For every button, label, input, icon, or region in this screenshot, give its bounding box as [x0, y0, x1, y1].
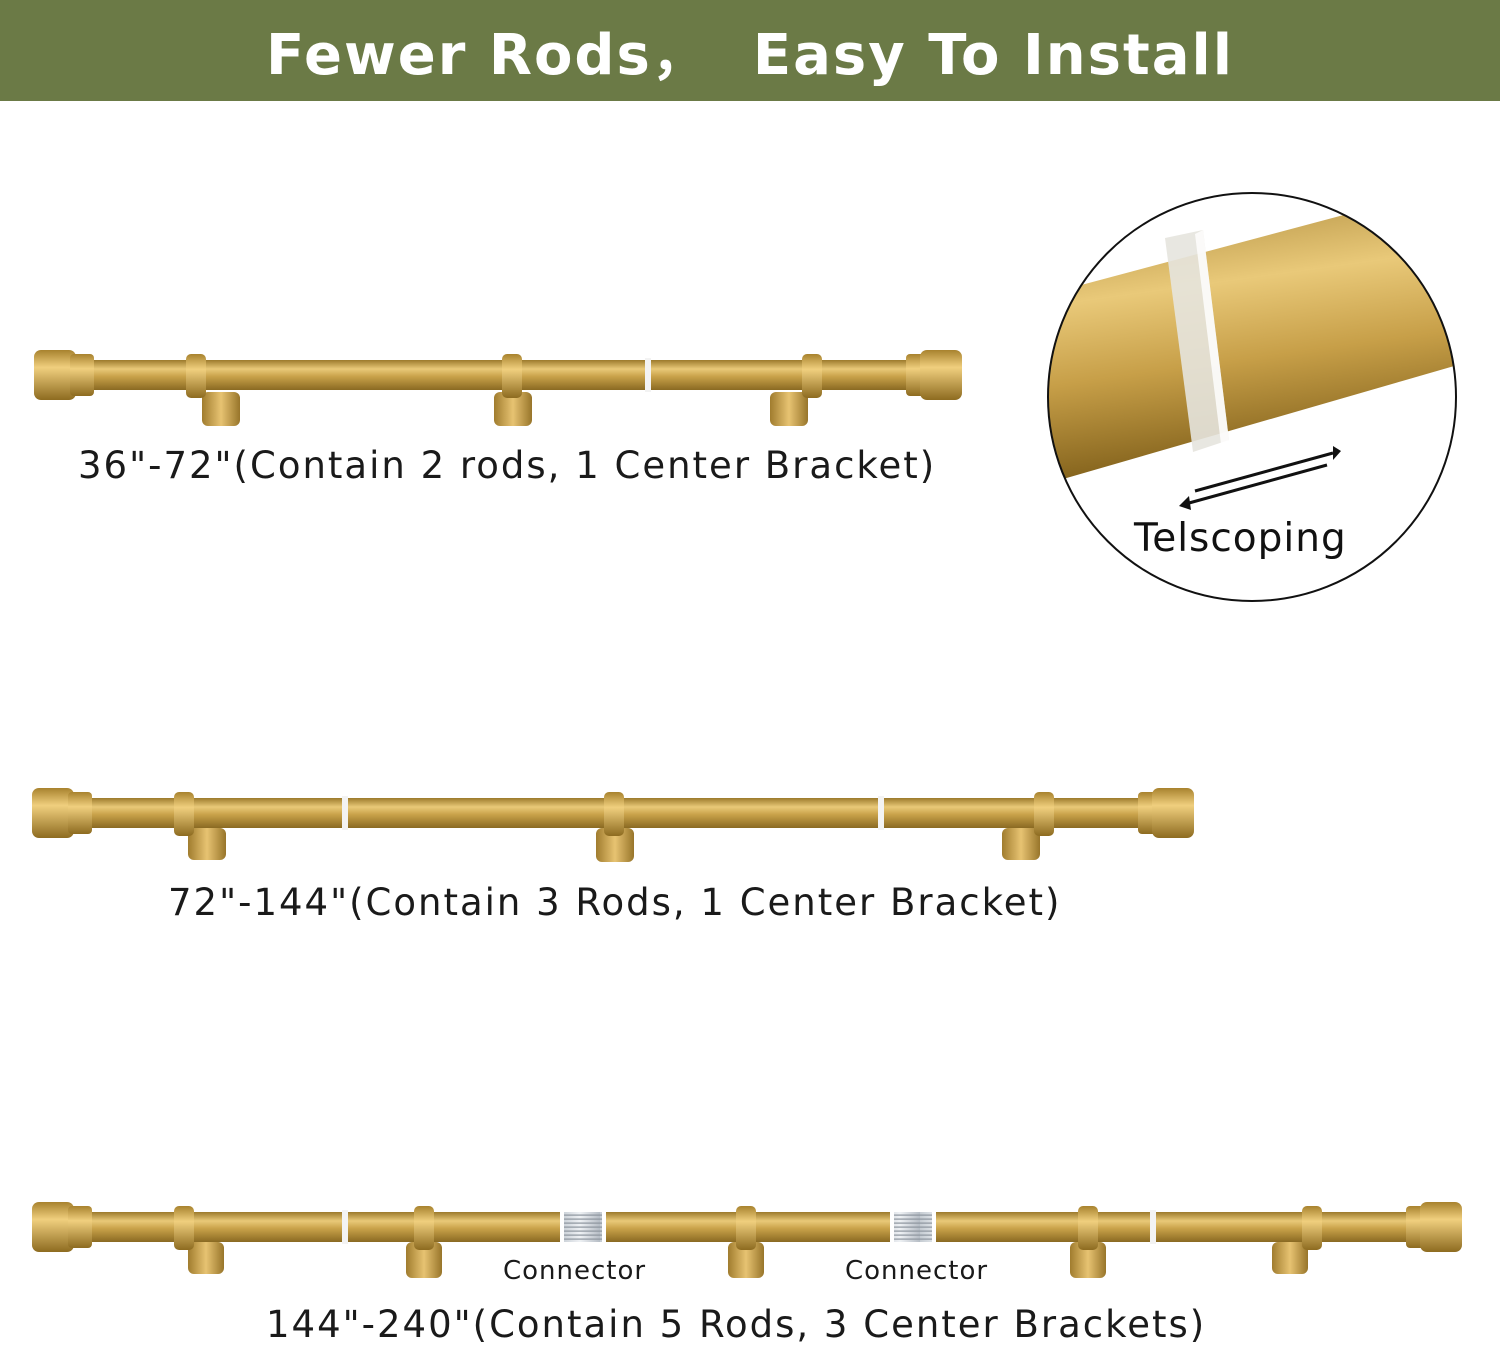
center-bracket [596, 792, 634, 862]
bracket-left [174, 792, 226, 860]
connector-1 [560, 1210, 606, 1244]
rod-set-2 [32, 788, 1194, 862]
bracket-right [1002, 792, 1054, 860]
double-arrow-icon [1179, 446, 1341, 510]
connector-2 [890, 1210, 936, 1244]
center-bracket-3 [1070, 1206, 1106, 1278]
finial-right [1138, 788, 1194, 838]
telescoping-ring [1165, 230, 1229, 452]
center-bracket-1 [406, 1206, 442, 1278]
finial-left [32, 1202, 92, 1252]
banner-title: Fewer Rods， Easy To Install [266, 23, 1234, 88]
telescoping-detail [1047, 192, 1457, 602]
bracket-left [186, 354, 240, 426]
rod-2-caption: 72"-144"(Contain 3 Rods, 1 Center Bracke… [168, 881, 1062, 924]
connector-label-1: Connector [503, 1256, 647, 1286]
center-bracket-2 [728, 1206, 764, 1278]
rod-1-tube [90, 358, 910, 392]
bracket-left [174, 1206, 224, 1274]
finial-left [34, 350, 94, 400]
rod-set-3 [32, 1202, 1462, 1278]
connector-label-2: Connector [845, 1256, 989, 1286]
finial-right [906, 350, 962, 400]
bracket-right [1272, 1206, 1322, 1274]
finial-right [1406, 1202, 1462, 1252]
center-bracket [494, 354, 532, 426]
rod-1-caption: 36"-72"(Contain 2 rods, 1 Center Bracket… [78, 444, 937, 487]
rod-3-caption: 144"-240"(Contain 5 Rods, 3 Center Brack… [266, 1303, 1207, 1346]
banner: Fewer Rods， Easy To Install [0, 0, 1500, 101]
finial-left [32, 788, 92, 838]
telescoping-label: Telscoping [1134, 516, 1347, 561]
bracket-right [770, 354, 822, 426]
rod-set-1 [34, 350, 962, 426]
